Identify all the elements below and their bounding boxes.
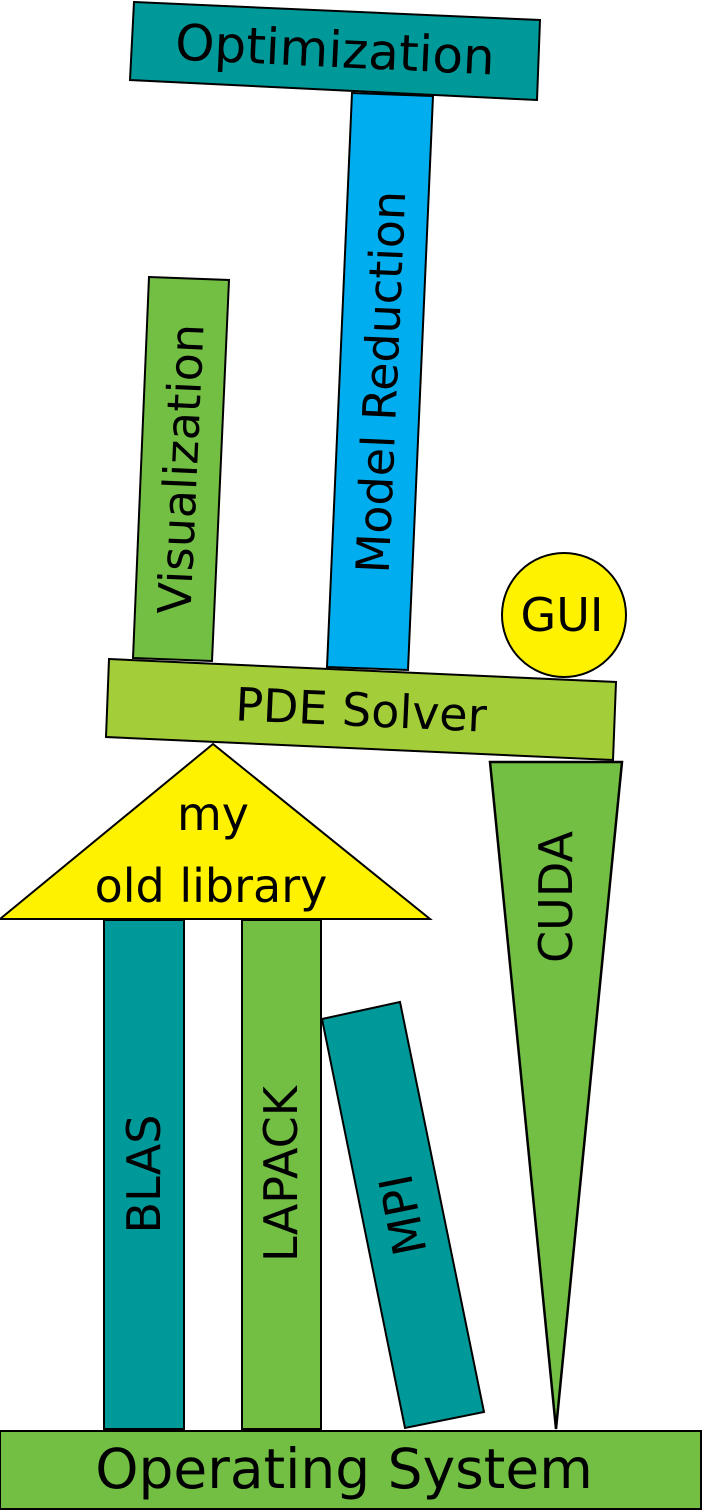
mpi-block: MPI — [320, 1000, 486, 1430]
visualization-block: Visualization — [131, 275, 231, 663]
pde-solver-block: PDE Solver — [104, 657, 618, 762]
operating-system-block: Operating System — [0, 1430, 702, 1510]
blas-label: BLAS — [117, 1115, 171, 1234]
my-old-library-label-line2: old library — [95, 859, 328, 913]
gui-block: GUI — [501, 552, 627, 678]
lapack-block: LAPACK — [241, 919, 322, 1430]
blas-block: BLAS — [103, 919, 185, 1430]
optimization-block: Optimization — [128, 0, 542, 102]
my-old-library-block: my old library — [0, 742, 433, 920]
lapack-label: LAPACK — [254, 1084, 308, 1262]
gui-label: GUI — [521, 588, 604, 642]
model-reduction-block: Model Reduction — [325, 91, 435, 672]
cuda-label: CUDA — [529, 831, 583, 963]
pde-solver-label: PDE Solver — [234, 677, 488, 742]
cuda-block: CUDA — [488, 760, 624, 1430]
my-old-library-label-line1: my — [177, 787, 249, 841]
visualization-label: Visualization — [147, 323, 214, 616]
operating-system-label: Operating System — [95, 1437, 593, 1501]
